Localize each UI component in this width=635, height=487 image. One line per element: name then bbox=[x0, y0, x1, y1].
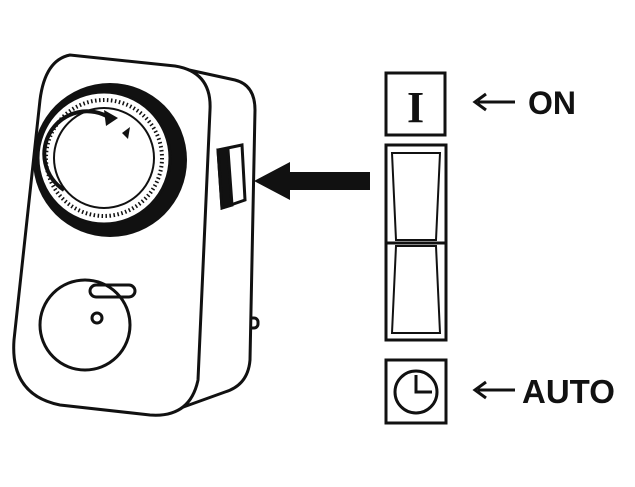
rocker-switch bbox=[384, 143, 448, 342]
side-rocker-switch bbox=[216, 143, 247, 211]
auto-text: AUTO bbox=[522, 373, 615, 410]
on-text: ON bbox=[528, 85, 576, 121]
switch-on-icon: I bbox=[384, 71, 447, 137]
auto-label: AUTO bbox=[472, 373, 615, 410]
on-label: ON bbox=[472, 85, 576, 121]
timer-dial-icon bbox=[33, 83, 187, 237]
arrow-left-icon bbox=[254, 162, 370, 200]
clock-icon bbox=[384, 358, 448, 425]
socket bbox=[38, 278, 137, 372]
timer-device bbox=[12, 53, 260, 417]
on-symbol: I bbox=[407, 83, 424, 132]
